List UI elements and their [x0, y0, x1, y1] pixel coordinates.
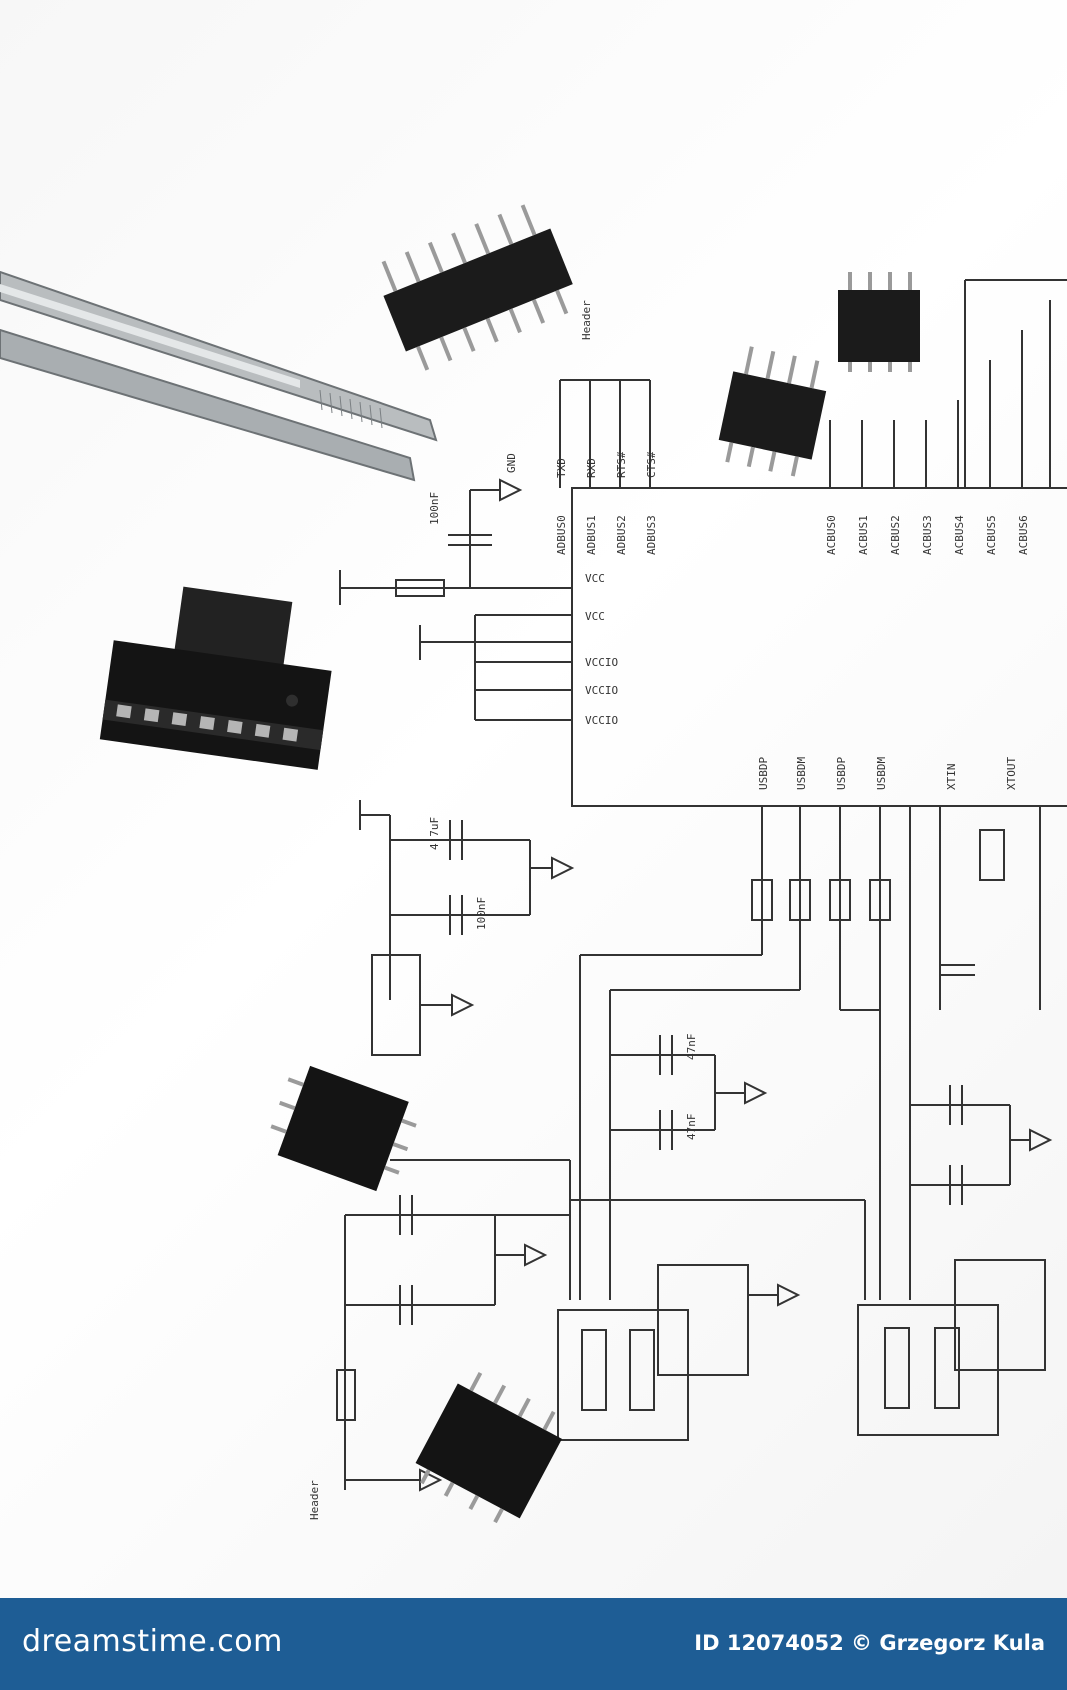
svg-text:ACBUS0: ACBUS0	[825, 515, 838, 555]
svg-text:4.7uF: 4.7uF	[428, 817, 441, 850]
svg-text:ADBUS3: ADBUS3	[645, 515, 658, 555]
svg-text:ADBUS1: ADBUS1	[585, 515, 598, 555]
svg-text:ACBUS3: ACBUS3	[921, 515, 934, 555]
svg-text:ADBUS0: ADBUS0	[555, 515, 568, 555]
svg-text:ACBUS1: ACBUS1	[857, 515, 870, 555]
footer-logo: dreamstime.com	[22, 1624, 283, 1659]
svg-text:USBDM: USBDM	[875, 757, 888, 790]
svg-text:RXD: RXD	[585, 458, 598, 478]
label-header-top: Header	[580, 300, 593, 340]
svg-text:VCCIO: VCCIO	[585, 714, 618, 727]
svg-text:ACBUS6: ACBUS6	[1017, 515, 1030, 555]
svg-text:XTIN: XTIN	[945, 764, 958, 791]
svg-text:USBDM: USBDM	[795, 757, 808, 790]
svg-text:USBDP: USBDP	[835, 757, 848, 790]
tweezers-icon	[0, 270, 438, 482]
photo-area: Header TXD RXD RTS# CTS# ADBUS0 ADBUS1 A…	[0, 0, 1067, 1598]
svg-text:ACBUS5: ACBUS5	[985, 515, 998, 555]
svg-text:GND: GND	[505, 453, 518, 473]
svg-text:VCCIO: VCCIO	[585, 656, 618, 669]
svg-text:CTS#: CTS#	[645, 451, 658, 478]
svg-text:VCC: VCC	[585, 610, 605, 623]
svg-text:47nF: 47nF	[685, 1034, 698, 1061]
svg-text:47nF: 47nF	[685, 1114, 698, 1141]
svg-text:VCC: VCC	[585, 572, 605, 585]
svg-text:ACBUS2: ACBUS2	[889, 515, 902, 555]
svg-text:100nF: 100nF	[475, 897, 488, 930]
ic-outline	[571, 487, 1067, 807]
svg-text:USBDP: USBDP	[757, 757, 770, 790]
svg-text:VCCIO: VCCIO	[585, 684, 618, 697]
svg-text:ACBUS4: ACBUS4	[953, 515, 966, 555]
svg-text:TXD: TXD	[555, 458, 568, 478]
svg-text:XTOUT: XTOUT	[1005, 757, 1018, 790]
svg-text:RTS#: RTS#	[615, 451, 628, 478]
circuit-schematic: Header TXD RXD RTS# CTS# ADBUS0 ADBUS1 A…	[0, 204, 1067, 1524]
ic-chip-icon	[99, 204, 920, 1524]
svg-text:100nF: 100nF	[428, 492, 441, 525]
footer-bar: dreamstime.com ID 12074052 © Grzegorz Ku…	[0, 1598, 1067, 1690]
footer-credit: ID 12074052 © Grzegorz Kula	[694, 1631, 1045, 1655]
label-header-bottom: Header	[308, 1480, 321, 1520]
svg-text:ADBUS2: ADBUS2	[615, 515, 628, 555]
